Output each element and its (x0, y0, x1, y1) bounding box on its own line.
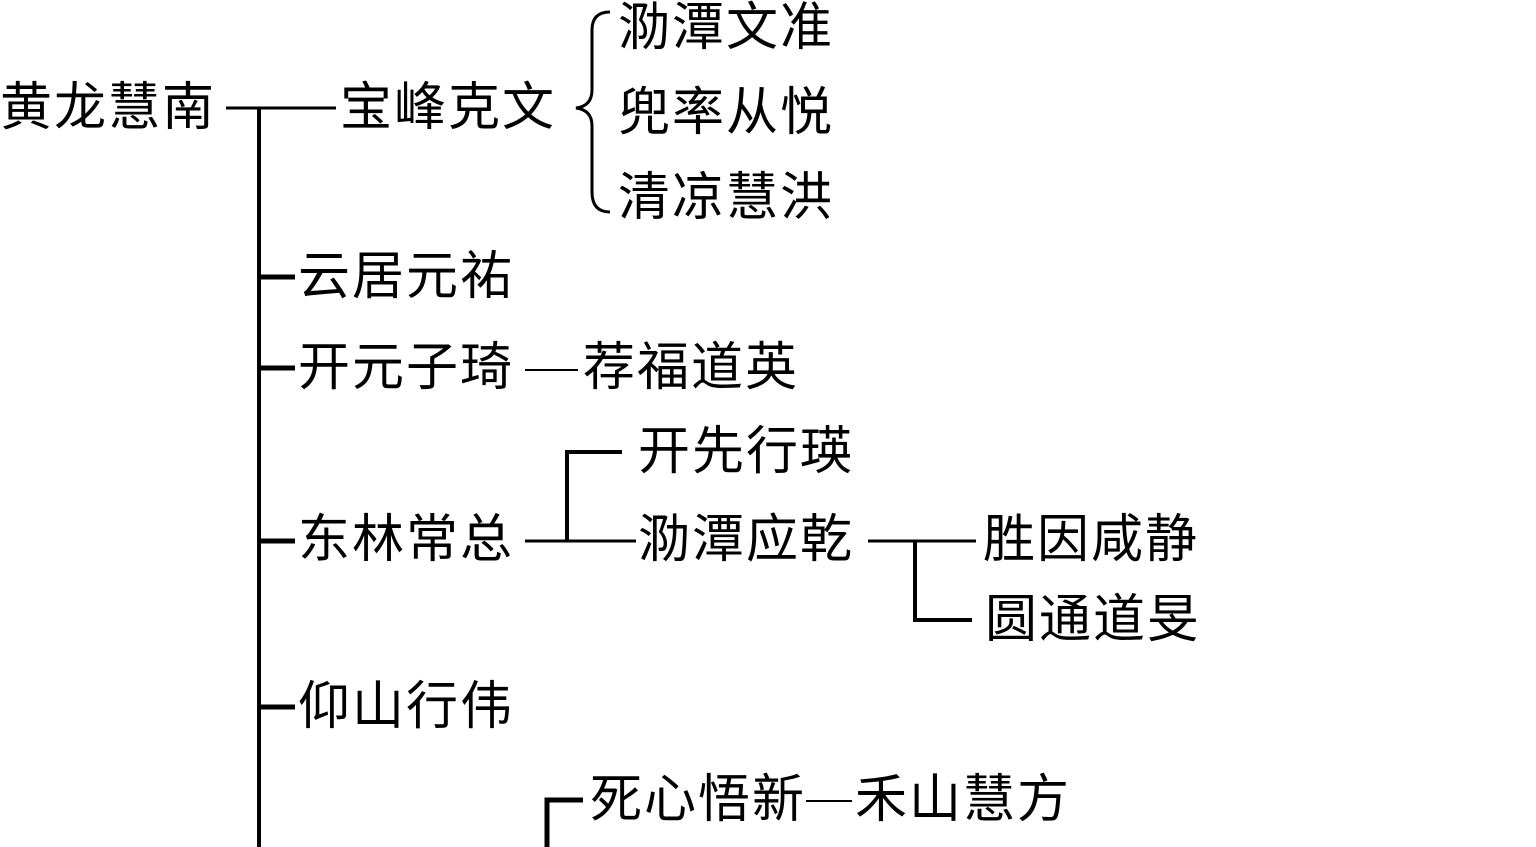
yuantong-bracket (913, 541, 972, 622)
node-root: 黄龙慧南 (0, 78, 217, 138)
node-yangshan-xingwei: 仰山行伟 (298, 677, 515, 737)
node-yuantong-daomin: 圆通道旻 (985, 590, 1202, 650)
node-qingliang-huihong: 清凉慧洪 (618, 168, 835, 228)
node-kaiyuan-ziqi: 开元子琦 (298, 338, 515, 398)
sixin-bracket (544, 797, 583, 847)
node-letan-wenzhun: 泐潭文准 (618, 0, 835, 58)
node-donglin-changzong: 东林常总 (298, 510, 515, 570)
curly-brace (575, 10, 611, 214)
node-doushuai-congyue: 兜率从悦 (618, 83, 835, 143)
node-heshan-huifang: 禾山慧方 (855, 770, 1072, 830)
node-kaixian-xingying: 开先行瑛 (638, 422, 855, 482)
kaixian-bracket (565, 450, 622, 541)
node-shengyin-xianjing: 胜因咸静 (983, 510, 1200, 570)
node-jianfu-daoying: 荐福道英 (583, 338, 800, 398)
node-baofeng-kewen: 宝峰克文 (340, 78, 557, 138)
node-yunju-yuanyou: 云居元祐 (298, 247, 515, 307)
node-letan-yingqian: 泐潭应乾 (638, 510, 855, 570)
node-sixin-wuxin: 死心悟新 (590, 770, 807, 830)
